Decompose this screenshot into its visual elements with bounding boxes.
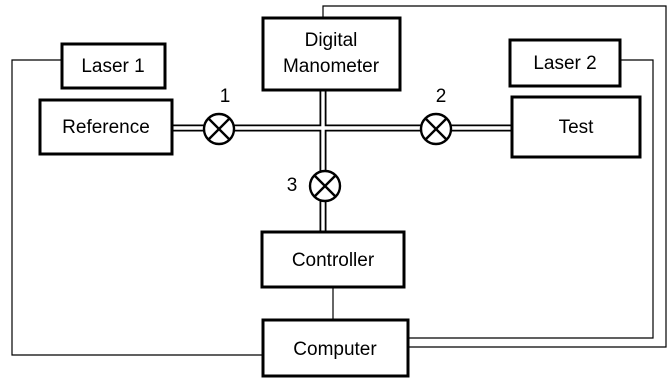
valve-1: 1 <box>202 86 236 146</box>
computer-label: Computer <box>293 339 377 360</box>
test-box: Test <box>510 95 642 159</box>
valve-3-label: 3 <box>287 175 298 196</box>
test-label: Test <box>559 117 595 138</box>
controller-label: Controller <box>292 250 375 271</box>
manometer-label-line1: Digital <box>305 30 358 51</box>
manometer-label-line2: Manometer <box>283 56 380 77</box>
laser1-label: Laser 1 <box>81 56 144 77</box>
laser2-box: Laser 2 <box>508 38 622 88</box>
valve-3: 3 <box>287 169 342 203</box>
wire-laser2-computer <box>408 59 654 339</box>
reference-box: Reference <box>38 98 174 156</box>
controller-box: Controller <box>260 230 406 289</box>
computer-box: Computer <box>261 318 410 378</box>
valve-2: 2 <box>419 86 453 146</box>
laser2-label: Laser 2 <box>533 53 596 74</box>
valve-1-label: 1 <box>220 86 231 107</box>
manometer-box: Digital Manometer <box>261 16 402 92</box>
signal-wires <box>11 5 667 356</box>
wire-laser1-computer <box>11 59 263 356</box>
valve-2-label: 2 <box>436 86 447 107</box>
laser1-box: Laser 1 <box>60 42 167 90</box>
wire-manometer-computer <box>322 5 667 348</box>
reference-label: Reference <box>62 117 150 138</box>
gas-pipes <box>170 88 514 234</box>
